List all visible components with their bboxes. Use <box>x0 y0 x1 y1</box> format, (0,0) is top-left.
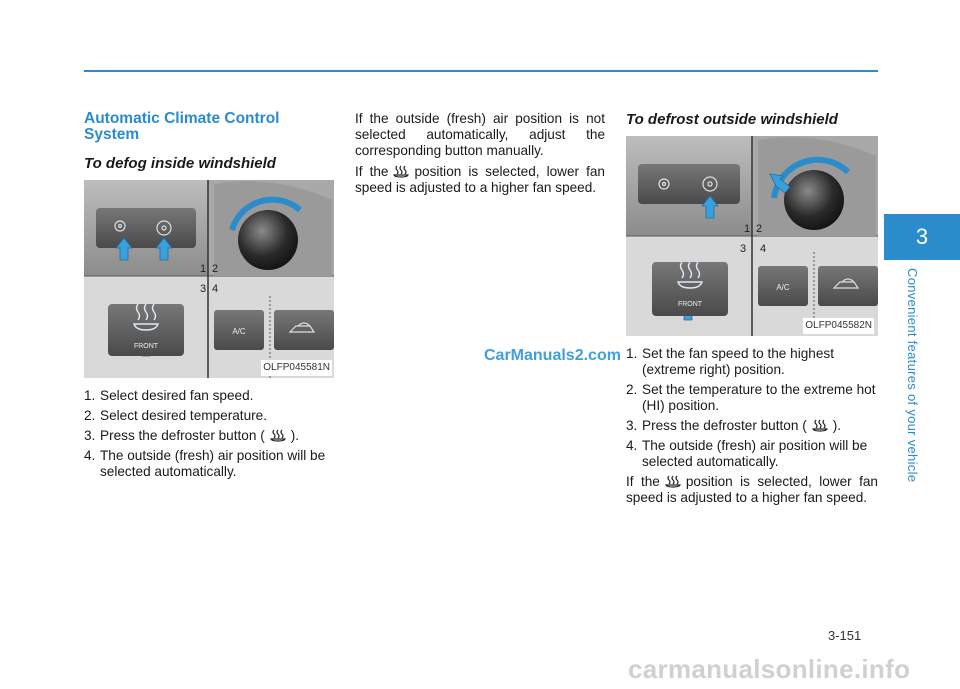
defog-steps: 1.Select desired fan speed. 2.Select des… <box>84 388 334 480</box>
defog-figure: FRONT A/C 1 2 3 4 OLFP045581N <box>84 180 334 378</box>
list-item: 4.The outside (fresh) air position will … <box>84 448 326 479</box>
callout-4: 4 <box>760 243 766 255</box>
defroster-icon <box>664 475 681 488</box>
list-item: 3.Press the defroster button (). <box>626 418 842 433</box>
ac-button <box>758 266 808 306</box>
list-item: 2.Set the temperature to the extreme hot… <box>626 382 876 413</box>
callout-2: 2 <box>212 263 218 275</box>
list-item: 1.Set the fan speed to the highest (extr… <box>626 346 834 377</box>
callout-3: 3 <box>740 243 746 255</box>
manual-adjust-paragraph: If the outside (fresh) air position is n… <box>355 111 605 158</box>
front-defrost-button <box>652 262 728 316</box>
chapter-number-tab[interactable]: 3 <box>884 214 960 260</box>
defog-illustration: FRONT A/C 1 2 3 4 <box>84 180 334 378</box>
temperature-knob <box>238 210 298 270</box>
left-column: Automatic Climate Control System To defo… <box>84 111 334 484</box>
watermark: CarManuals2.com <box>484 347 621 364</box>
defroster-icon <box>393 165 410 178</box>
list-item: 3.Press the defroster button (). <box>84 428 300 443</box>
callout-1: 1 <box>200 263 206 275</box>
fan-speed-buttons <box>96 208 196 248</box>
defrost-steps: 1.Set the fan speed to the highest (extr… <box>626 346 878 470</box>
figure-code: OLFP045581N <box>261 360 332 376</box>
defroster-icon <box>811 419 828 432</box>
defrost-illustration: FRONT A/C 1 2 3 4 <box>626 136 878 336</box>
ac-label: A/C <box>776 283 790 292</box>
defrost-subtitle: To defrost outside windshield <box>626 111 838 128</box>
footer-watermark: carmanualsonline.info <box>628 654 911 684</box>
callout-1: 1 <box>744 223 750 235</box>
callout-2: 2 <box>756 223 762 235</box>
middle-column: If the outside (fresh) air position is n… <box>355 111 605 201</box>
ac-button <box>214 310 264 350</box>
fan-speed-buttons <box>638 164 740 204</box>
list-item: 1.Select desired fan speed. <box>84 388 254 403</box>
ac-label: A/C <box>232 327 246 336</box>
section-title: Automatic Climate Control System <box>84 110 280 143</box>
callout-3: 3 <box>200 283 206 295</box>
front-label: FRONT <box>678 301 703 308</box>
temperature-knob <box>784 170 844 230</box>
defog-subtitle: To defog inside windshield <box>84 155 276 172</box>
right-column: To defrost outside windshield <box>626 111 878 511</box>
callout-4: 4 <box>212 283 218 295</box>
header-rule <box>84 70 878 72</box>
defrost-figure: FRONT A/C 1 2 3 4 OLFP045582N <box>626 136 878 336</box>
recirculation-button <box>274 310 334 350</box>
figure-code: OLFP045582N <box>803 318 874 334</box>
front-label: FRONT <box>134 343 159 350</box>
list-item: 4.The outside (fresh) air position will … <box>626 438 868 469</box>
defroster-icon <box>269 429 286 442</box>
list-item: 2.Select desired temperature. <box>84 408 267 423</box>
chapter-title: Convenient features of your vehicle <box>905 268 920 483</box>
page-number: 3-151 <box>828 628 862 643</box>
recirculation-button <box>818 266 878 306</box>
